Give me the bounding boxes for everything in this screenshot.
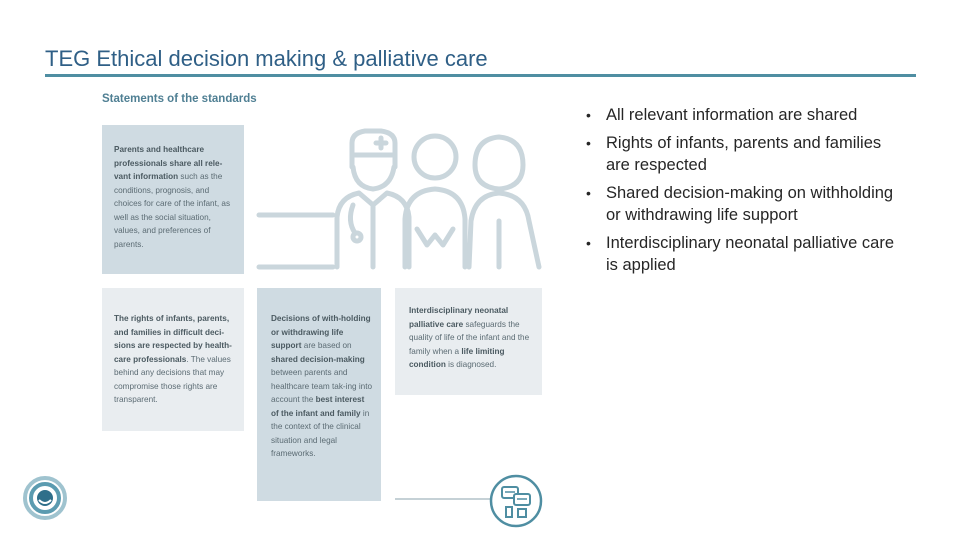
- standard-2-text: . The values behind any decisions that m…: [114, 354, 231, 405]
- standard-4-text-b: is diagnosed.: [445, 360, 497, 369]
- standard-4-bold-a: Interdisciplinary neonatal palliative ca…: [409, 306, 509, 329]
- standards-heading: Statements of the standards: [102, 93, 257, 105]
- bullet-text: Shared decision-making on withholding or…: [606, 184, 894, 224]
- standard-3-bold-b: shared decision-making: [271, 354, 365, 364]
- standard-2-bold: The rights of infants, parents, and fami…: [114, 314, 232, 364]
- standard-box-rights: The rights of infants, parents, and fami…: [102, 288, 244, 431]
- bullet-text: All relevant information are shared: [606, 106, 858, 124]
- standard-1-bold: Parents and healthcare professionals sha…: [114, 145, 223, 181]
- standard-4-text-a: safeguards the quality of life of the in…: [409, 319, 530, 356]
- bullet-item: • Interdisciplinary neonatal palliative c…: [586, 232, 906, 276]
- doctor-icon: [334, 128, 412, 270]
- standard-1-text: such as the conditions, prognosis, and c…: [114, 172, 231, 249]
- bullet-item: • Rights of infants, parents and families…: [586, 132, 906, 176]
- standard-3-text-a: are based on: [301, 341, 352, 350]
- standard-3-text-b: between parents and healthcare team tak-…: [271, 368, 373, 404]
- standard-box-decisions: Decisions of with-holding or withdrawing…: [257, 288, 381, 501]
- bullet-symbol: •: [586, 235, 591, 251]
- bullet-text: Rights of infants, parents and families …: [606, 134, 882, 174]
- bottom-rule: [395, 498, 490, 500]
- bullet-text: Interdisciplinary neonatal palliative ca…: [606, 234, 894, 274]
- logo-icon: [23, 476, 67, 520]
- title-rule: [45, 74, 916, 77]
- slide-title: TEG Ethical decision making & palliative…: [45, 46, 488, 71]
- standard-3-bold-c: best interest of the infant and family: [271, 395, 365, 418]
- standard-4-bold-b: life limiting condition: [409, 346, 505, 370]
- standard-3-bold-a: Decisions of with-holding or withdrawing…: [271, 314, 371, 350]
- standard-box-information: Parents and healthcare professionals sha…: [102, 125, 244, 274]
- summary-bullet-list: • All relevant information are shared • Ri…: [586, 104, 906, 282]
- bullet-item: • All relevant information are shared: [586, 104, 906, 126]
- bullet-symbol: •: [586, 135, 591, 151]
- parents-icon: [402, 133, 542, 270]
- staff-parents-illustration: [256, 128, 542, 270]
- bullet-symbol: •: [586, 185, 591, 201]
- standard-3-text-c: in the context of the clinical situation…: [271, 408, 370, 459]
- standard-box-palliative: Interdisciplinary neonatal palliative ca…: [395, 288, 542, 395]
- bullet-item: • Shared decision-making on withholding o…: [586, 182, 906, 226]
- bullet-symbol: •: [586, 107, 591, 123]
- decision-icon: [489, 474, 543, 528]
